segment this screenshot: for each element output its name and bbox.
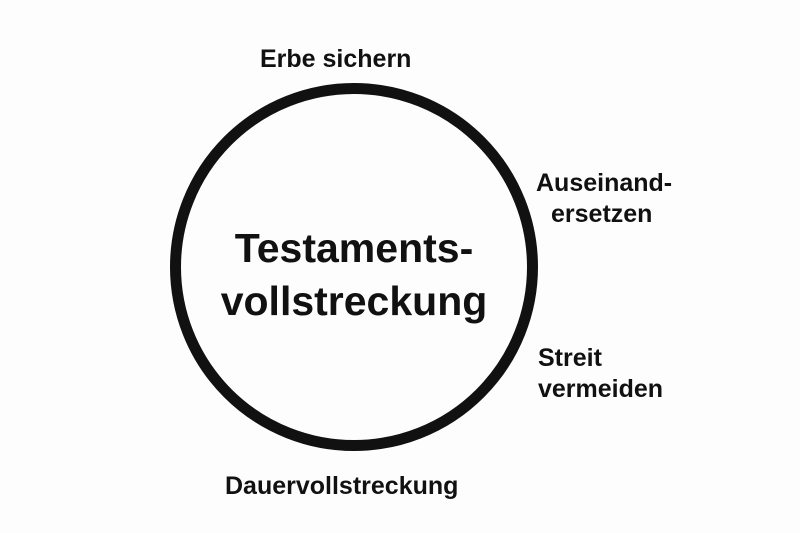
label-auseinandersetzen-line1: Auseinand- bbox=[536, 169, 673, 197]
center-title-line1: Testaments- bbox=[234, 225, 474, 271]
label-streit-vermeiden-line2: vermeiden bbox=[538, 375, 664, 403]
label-dauervollstreckung: Dauervollstreckung bbox=[225, 472, 459, 500]
label-streit-vermeiden-line1: Streit bbox=[538, 344, 602, 372]
cycle-circle bbox=[170, 83, 538, 451]
label-auseinandersetzen: Auseinand- ersetzen bbox=[536, 168, 672, 230]
center-title-line2: vollstreckung bbox=[220, 278, 488, 324]
label-erbe-sichern: Erbe sichern bbox=[260, 45, 412, 73]
label-streit-vermeiden: Streit vermeiden bbox=[538, 343, 663, 405]
label-auseinandersetzen-line2: ersetzen bbox=[551, 200, 653, 228]
center-title: Testaments- vollstreckung bbox=[170, 222, 538, 328]
